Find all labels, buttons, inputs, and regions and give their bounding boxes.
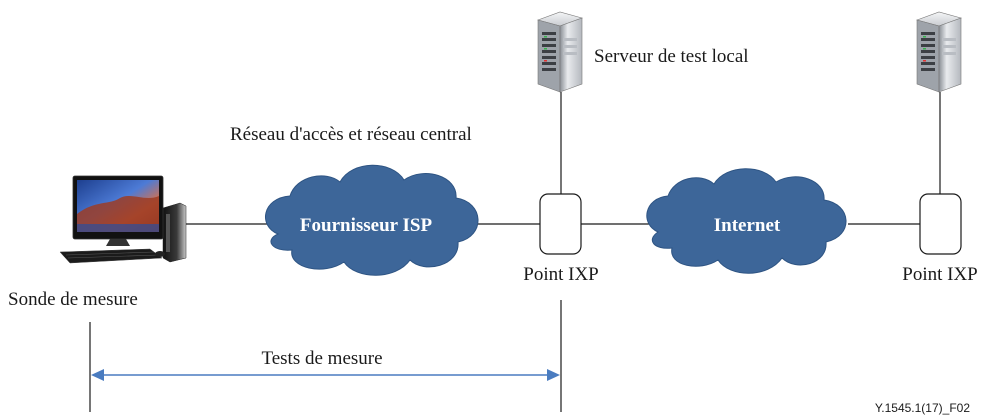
internet-cloud-label: Internet	[714, 215, 781, 236]
ixp-left-box	[539, 193, 582, 255]
isp-cloud: Fournisseur ISP	[265, 164, 479, 276]
internet-cloud: Internet	[646, 168, 847, 274]
probe-label: Sonde de mesure	[8, 289, 138, 310]
measurement-arrow	[91, 369, 560, 381]
isp-cloud-label: Fournisseur ISP	[300, 215, 433, 236]
measure-tests-label: Tests de mesure	[261, 348, 382, 369]
ixp-right-label: Point IXP	[902, 264, 978, 285]
server-tower-icon	[916, 11, 962, 93]
desktop-computer-icon	[59, 175, 187, 264]
figure-reference-label: Y.1545.1(17)_F02	[875, 401, 971, 415]
ixp-left-label: Point IXP	[523, 264, 599, 285]
access-network-label: Réseau d'accès et réseau central	[230, 124, 472, 145]
local-server-label: Serveur de test local	[594, 46, 749, 67]
server-tower-icon	[537, 11, 583, 93]
ixp-right-box	[919, 193, 962, 255]
